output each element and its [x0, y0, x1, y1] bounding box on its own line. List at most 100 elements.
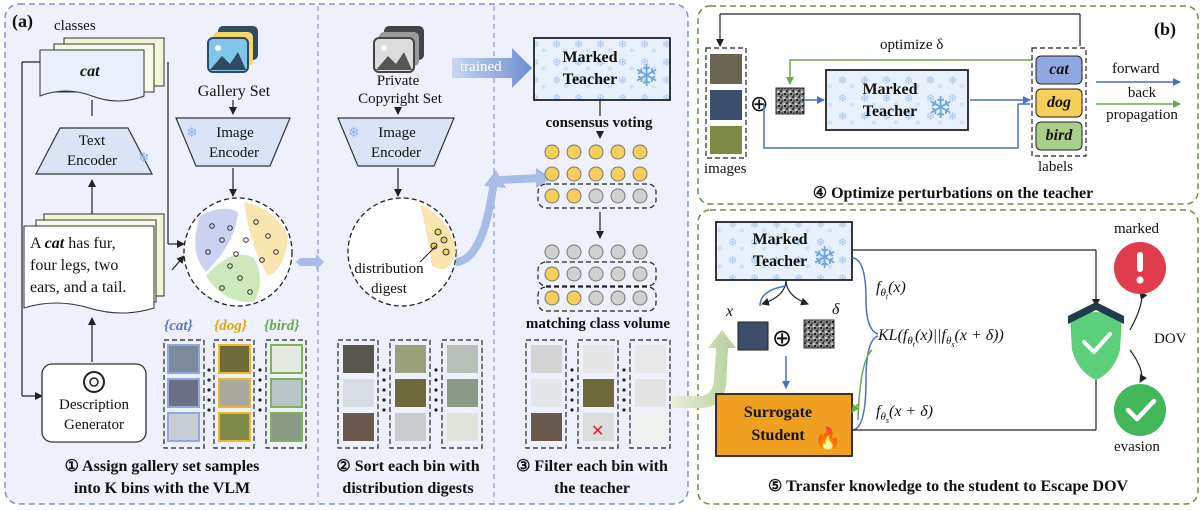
- image-encoder-2-label-2: Encoder: [371, 145, 421, 161]
- marked-teacher-c: [715, 221, 853, 281]
- step1-caption-1: ① Assign gallery set samples: [64, 458, 260, 475]
- image-encoder-1-label-1: Image: [216, 125, 254, 141]
- image-encoder-1-label-2: Encoder: [209, 145, 259, 161]
- rejected-x-icon: ✕: [591, 421, 604, 440]
- label-chip-dog: dog: [1047, 94, 1071, 111]
- svg-text:❄: ❄: [186, 125, 198, 141]
- teacher-output-label: fθt(x): [876, 279, 906, 302]
- surrogate-student: [715, 393, 853, 457]
- optimize-label: optimize δ: [880, 37, 944, 53]
- images-box: [705, 47, 747, 159]
- dov-label: DOV: [1154, 331, 1187, 347]
- panel-a-tag: (a): [12, 11, 33, 31]
- marked-teacher-c-label-2: Teacher: [752, 253, 808, 270]
- text-encoder-label-2: Encoder: [67, 153, 117, 169]
- svg-text:❄: ❄: [348, 125, 360, 141]
- bin-sorted-3: [441, 339, 483, 449]
- text-encoder-label-1: Text: [78, 133, 106, 149]
- student-output-label: fθs(x + δ): [876, 403, 933, 426]
- gallery-image-icon: [207, 26, 258, 73]
- evasion-label: evasion: [1114, 439, 1160, 455]
- voting-grid: [544, 144, 648, 204]
- private-set-label-1: Private: [376, 73, 420, 89]
- step5-caption: ⑤ Transfer knowledge to the student to E…: [767, 478, 1129, 495]
- label-chip-cat: cat: [1049, 61, 1069, 78]
- dov-shield-icon: [1068, 302, 1124, 380]
- forward-label: forward: [1112, 61, 1160, 77]
- trained-arrow: [452, 48, 532, 88]
- input-image-x: [737, 321, 769, 351]
- delta-label: δ: [832, 301, 840, 318]
- marked-teacher-b: [825, 69, 969, 131]
- images-label: images: [704, 161, 747, 177]
- marked-teacher-a-label-1: Marked: [562, 49, 618, 66]
- fire-icon: 🔥: [814, 426, 841, 452]
- svg-text:❄: ❄: [928, 91, 953, 126]
- bin-thumbnails-step3: [531, 345, 666, 441]
- panel-b-tag: (b): [1154, 19, 1176, 39]
- back-label-1: back: [1127, 85, 1157, 101]
- svg-text:❄: ❄: [812, 241, 837, 276]
- consensus-voting-label: consensus voting: [545, 115, 653, 131]
- surrogate-label-1: Surrogate: [743, 404, 813, 421]
- perturbation-noise-2: [803, 319, 835, 349]
- marked-teacher-a-label-2: Teacher: [562, 71, 618, 88]
- svg-text:❄: ❄: [138, 150, 150, 166]
- private-set-label-2: Copyright Set: [358, 91, 442, 107]
- description-line-1: A cat has fur,: [30, 235, 116, 252]
- bin-filtered-2: [577, 339, 619, 449]
- marked-teacher-a: [533, 37, 671, 101]
- gallery-set-label: Gallery Set: [197, 83, 271, 100]
- bin-filtered-1: [525, 339, 567, 449]
- kl-label: KL(fθt(x)||fθs(x + δ)): [878, 327, 1004, 350]
- oplus-icon-2: ⊕: [772, 324, 792, 352]
- openai-logo-icon: [83, 371, 105, 393]
- label-chip-bird: bird: [1045, 127, 1073, 144]
- description-line-3: ears, and a tail.: [30, 279, 127, 296]
- x-label: x: [726, 303, 734, 320]
- class-card-front: [39, 49, 145, 102]
- bin-sorted-1: [337, 339, 379, 449]
- step2-caption-2: distribution digests: [342, 480, 474, 497]
- step2-caption-1: ② Sort each bin with: [336, 458, 480, 475]
- description-line-2: four legs, two: [30, 257, 119, 274]
- marked-teacher-b-label-2: Teacher: [862, 103, 918, 120]
- description-generator-label-1: Description: [59, 397, 129, 413]
- bin-label-cat: {cat}: [164, 318, 193, 334]
- oplus-icon-1: ⊕: [750, 92, 768, 117]
- description-generator-box: [41, 363, 147, 443]
- bin-label-dog: {dog}: [214, 318, 247, 334]
- bin-thumbnails-step2: [343, 345, 478, 441]
- back-label-2: propagation: [1106, 107, 1178, 123]
- marked-teacher-c-label-1: Marked: [752, 231, 808, 248]
- description-doc-front: [23, 225, 155, 314]
- step1-caption-2: into K bins with the VLM: [73, 480, 251, 497]
- classes-label: classes: [54, 18, 96, 34]
- distribution-digest-label-1: distribution: [354, 261, 424, 277]
- bin-dog: [213, 339, 255, 449]
- matching-class-volume-label: matching class volume: [525, 316, 671, 332]
- description-generator-label-2: Generator: [64, 417, 124, 433]
- labels-label: labels: [1038, 159, 1073, 175]
- bin-bird: [265, 339, 307, 449]
- private-set-image-icon: [373, 26, 424, 73]
- distribution-digest-label-2: digest: [371, 281, 407, 297]
- marked-alert-icon: [1114, 242, 1166, 294]
- bin-cat: [163, 339, 205, 449]
- matching-grid: [544, 244, 648, 306]
- bin-filtered-3: [629, 339, 671, 449]
- marked-teacher-b-label-1: Marked: [862, 81, 918, 98]
- step3-caption-2: the teacher: [554, 480, 630, 497]
- perturbation-noise-1: [775, 87, 805, 115]
- labels-box: [1031, 47, 1087, 157]
- step4-caption: ④ Optimize perturbations on the teacher: [812, 185, 1094, 202]
- transfer-arrow: [672, 330, 736, 408]
- bin-sorted-2: [389, 339, 431, 449]
- step3-caption-1: ③ Filter each bin with: [516, 458, 668, 475]
- bin-label-bird: {bird}: [264, 318, 300, 334]
- trained-label: trained: [460, 59, 502, 75]
- surrogate-label-2: Student: [751, 427, 805, 444]
- image-encoder-1: [175, 117, 291, 167]
- image-encoder-2: [337, 117, 455, 167]
